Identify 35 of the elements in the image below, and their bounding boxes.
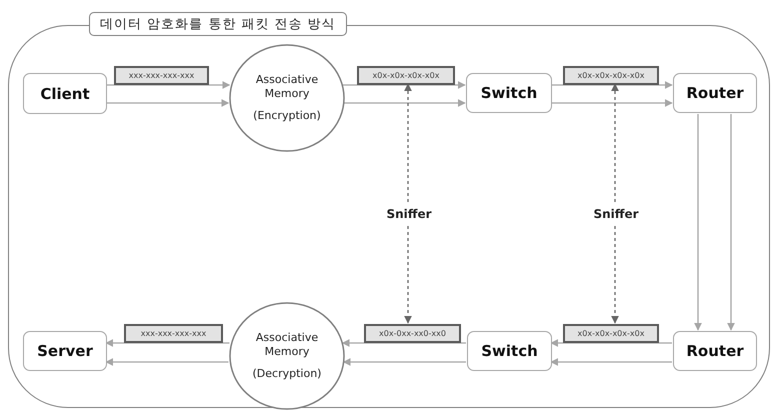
packet-box: x0x-x0x-x0x-x0x (357, 66, 455, 85)
device-box: Client (23, 73, 107, 114)
arrow (694, 114, 702, 331)
arrow (106, 99, 230, 107)
device-box: Switch (467, 331, 552, 371)
title-box: 데이터 암호화를 통한 패킷 전송 방식 (89, 12, 347, 36)
arrow (550, 358, 672, 366)
memory-label: Associative Memory (254, 331, 320, 359)
dashed-arrow (404, 226, 412, 324)
packet-box: x0x-x0x-x0x-x0x (563, 324, 659, 343)
packet-box: xxx-xxx-xxx-xxx (114, 66, 209, 85)
arrow (105, 358, 228, 366)
arrow (342, 339, 466, 347)
arrow (551, 81, 673, 89)
arrow (105, 339, 230, 347)
device-box: Router (673, 331, 757, 371)
dashed-arrow (611, 83, 619, 202)
arrow (106, 81, 230, 89)
arrow (344, 99, 466, 107)
dashed-arrow (404, 83, 412, 202)
arrow (727, 114, 735, 331)
arrow (342, 358, 466, 366)
packet-box: xxx-xxx-xxx-xxx (124, 324, 223, 343)
mode-label: (Decryption) (252, 367, 322, 381)
packet-box: x0x-x0x-x0x-x0x (563, 66, 659, 85)
device-box: Router (673, 73, 757, 113)
arrow (550, 339, 672, 347)
arrow (342, 81, 466, 89)
memory-label: Associative Memory (254, 73, 320, 101)
mode-label: (Encryption) (252, 109, 322, 123)
packet-box: x0x-0xx-xx0-xx0 (364, 324, 461, 343)
device-box: Switch (466, 73, 552, 113)
dashed-arrow (611, 226, 619, 324)
arrow (551, 99, 673, 107)
device-box: Server (23, 331, 107, 371)
